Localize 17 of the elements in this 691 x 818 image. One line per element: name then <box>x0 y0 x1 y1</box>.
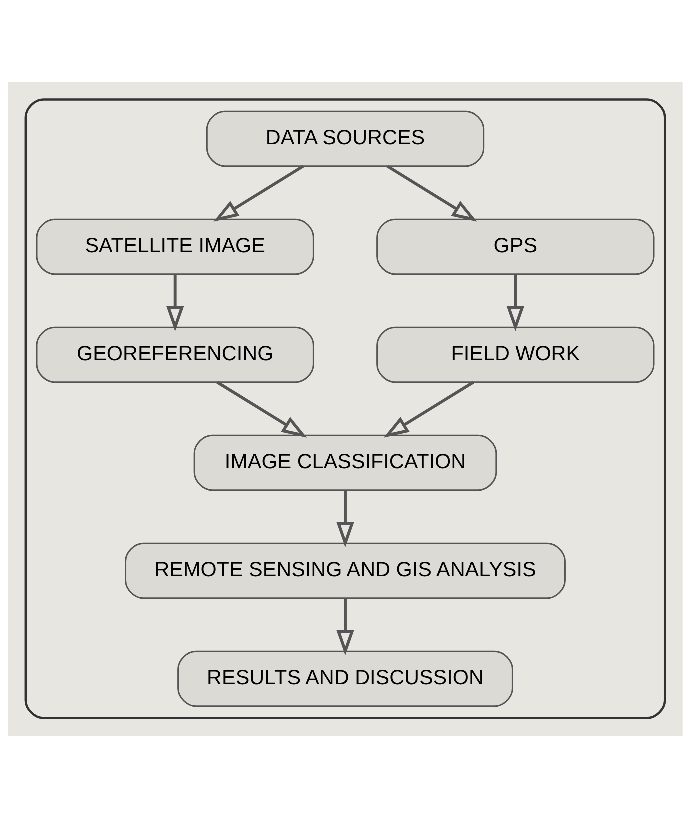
node-box: GPS <box>376 218 655 276</box>
node-box: REMOTE SENSING AND GIS ANALYSIS <box>125 542 566 600</box>
arrow <box>386 165 478 222</box>
node-box: RESULTS AND DISCUSSION <box>178 650 514 708</box>
node-box: DATA SOURCES <box>206 110 485 168</box>
arrow <box>336 598 354 656</box>
arrow <box>166 274 184 332</box>
node-box: GEOREFERENCING <box>36 326 314 384</box>
node-box: IMAGE CLASSIFICATION <box>194 434 498 492</box>
cluster <box>24 98 666 720</box>
arrow <box>384 381 474 438</box>
arrow <box>216 381 308 438</box>
node-box: SATELLITE IMAGE <box>36 218 314 276</box>
arrow <box>336 490 354 548</box>
arrow <box>214 165 304 222</box>
arrow <box>506 274 524 332</box>
node-box: FIELD WORK <box>376 326 655 384</box>
